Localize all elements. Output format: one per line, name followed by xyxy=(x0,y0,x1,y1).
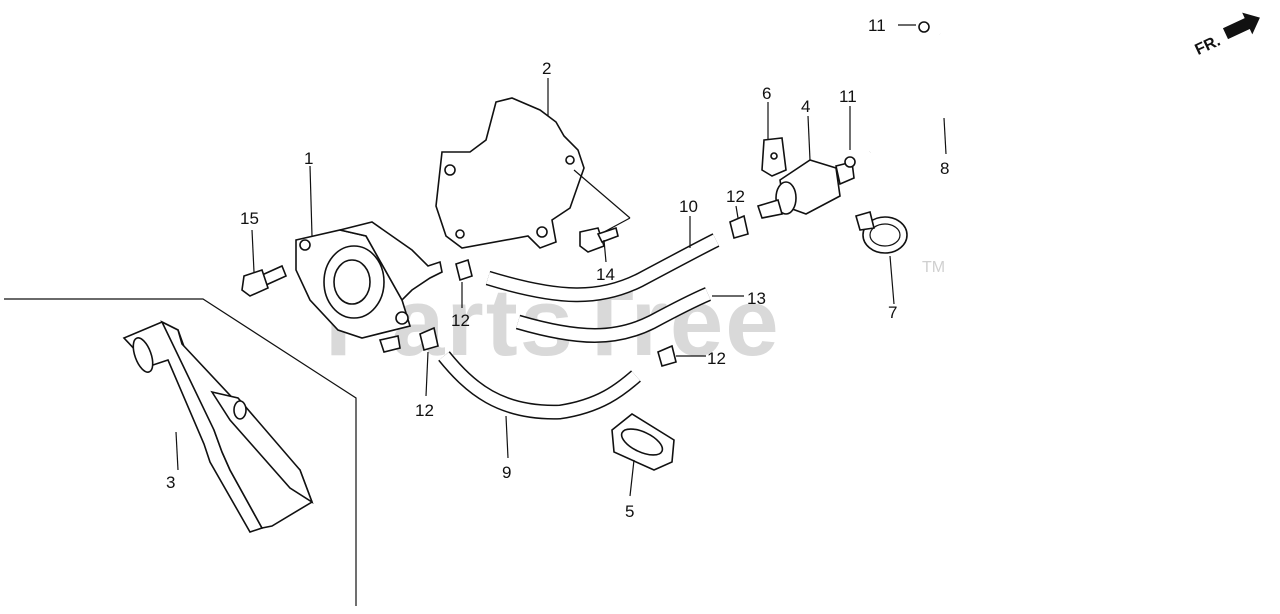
callout-3: 3 xyxy=(166,473,175,492)
front-direction-label: FR. xyxy=(1193,33,1224,59)
part-6-clip xyxy=(761,137,787,177)
callout-14: 14 xyxy=(596,265,615,284)
part-5-grommet xyxy=(611,413,675,471)
callout-10: 10 xyxy=(679,197,698,216)
callout-2: 2 xyxy=(542,59,551,78)
callout-13: 13 xyxy=(747,289,766,308)
part-12-clip-c xyxy=(419,326,439,351)
callout-12-filter: 12 xyxy=(726,187,745,206)
part-12-clip-a xyxy=(729,214,749,239)
callout-1: 1 xyxy=(304,149,313,168)
part-1-pump xyxy=(295,221,443,353)
part-11-clip-upper xyxy=(918,21,930,33)
watermark-trademark: TM xyxy=(922,259,945,276)
part-11-clip-lower xyxy=(844,156,856,168)
callout-7: 7 xyxy=(888,303,897,322)
callout-6: 6 xyxy=(762,84,771,103)
callout-4: 4 xyxy=(801,97,810,116)
callout-11-upper: 11 xyxy=(868,16,886,35)
front-direction-arrow-icon: FR. xyxy=(1193,12,1260,59)
callout-5: 5 xyxy=(625,502,634,521)
section-boundary-line xyxy=(4,298,357,606)
part-12-clip-b xyxy=(455,258,473,282)
callout-11-lower: 11 xyxy=(839,87,857,106)
callout-8: 8 xyxy=(940,159,949,178)
part-12-clip-d xyxy=(657,344,677,367)
part-14-bolt xyxy=(579,226,619,253)
callout-12-pump: 12 xyxy=(451,311,470,330)
part-3-bracket xyxy=(122,320,314,533)
callout-12-right: 12 xyxy=(707,349,726,368)
callout-9: 9 xyxy=(502,463,511,482)
callout-12-lower: 12 xyxy=(415,401,434,420)
part-2-cover xyxy=(435,97,585,249)
callout-15: 15 xyxy=(240,209,259,228)
leader-lines xyxy=(175,24,947,497)
part-7-clamp xyxy=(855,211,908,254)
part-15-bolt xyxy=(241,264,288,297)
part-4-filter xyxy=(756,159,855,219)
